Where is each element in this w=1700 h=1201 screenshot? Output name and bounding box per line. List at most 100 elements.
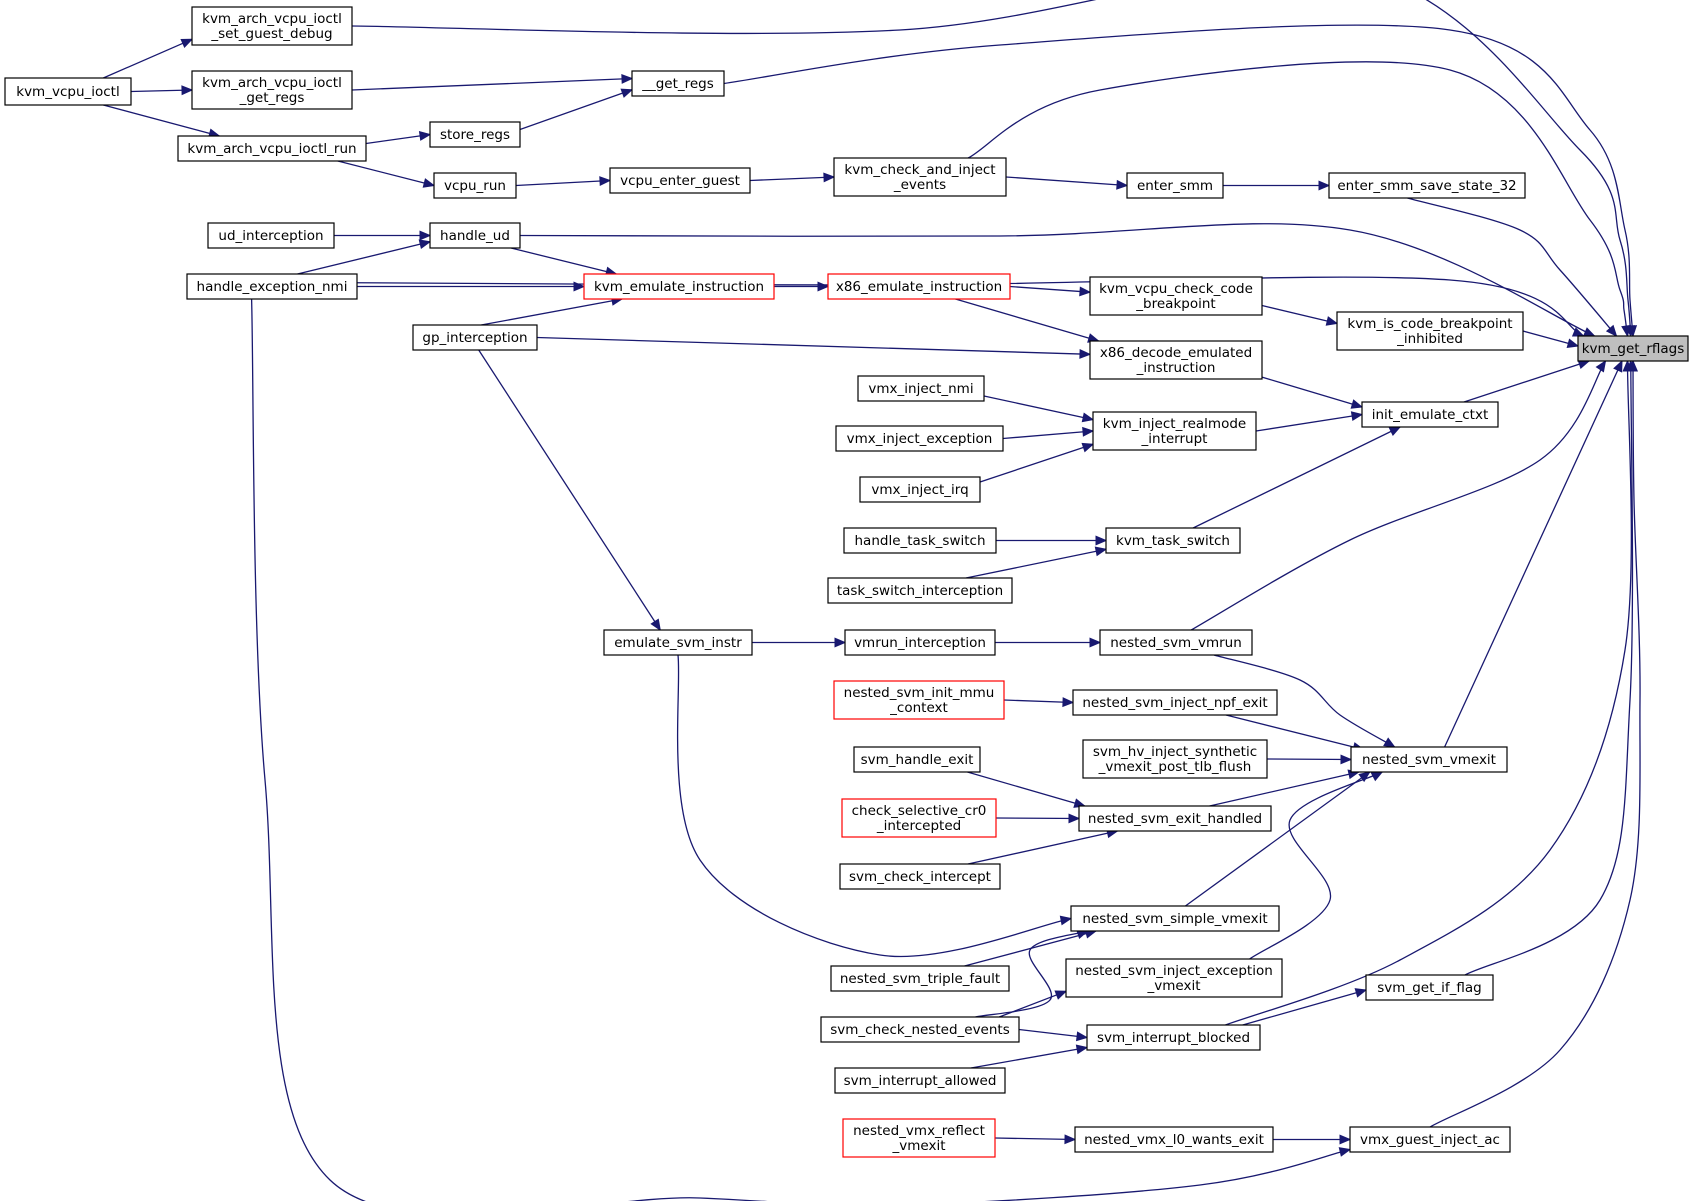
node-store_regs[interactable]: store_regs <box>429 121 521 148</box>
node-task_switch_interception[interactable]: task_switch_interception <box>827 577 1013 604</box>
node-kvm_arch_vcpu_ioctl_set_guest_debug[interactable]: kvm_arch_vcpu_ioctl_set_guest_debug <box>191 6 353 46</box>
node-vcpu_enter_guest[interactable]: vcpu_enter_guest <box>609 167 751 194</box>
node-box[interactable] <box>1328 172 1526 199</box>
node-box[interactable] <box>191 6 353 46</box>
node-box[interactable] <box>1074 1126 1274 1153</box>
node-box[interactable] <box>603 629 753 656</box>
node-emulate_svm_instr[interactable]: emulate_svm_instr <box>603 629 753 656</box>
node-box[interactable] <box>827 273 1011 300</box>
node-kvm_arch_vcpu_ioctl_run[interactable]: kvm_arch_vcpu_ioctl_run <box>177 135 367 162</box>
node-box[interactable] <box>207 222 335 249</box>
node-init_emulate_ctxt[interactable]: init_emulate_ctxt <box>1361 401 1499 428</box>
node-svm_handle_exit[interactable]: svm_handle_exit <box>853 746 981 773</box>
node-box[interactable] <box>1070 905 1280 932</box>
node-box[interactable] <box>429 121 521 148</box>
node-box[interactable] <box>853 746 981 773</box>
node-svm_interrupt_blocked[interactable]: svm_interrupt_blocked <box>1086 1024 1261 1051</box>
node-svm_get_if_flag[interactable]: svm_get_if_flag <box>1365 974 1494 1001</box>
node-box[interactable] <box>844 629 996 656</box>
node-box[interactable] <box>429 222 521 249</box>
node-enter_smm_save_state_32[interactable]: enter_smm_save_state_32 <box>1328 172 1526 199</box>
node-vcpu_run[interactable]: vcpu_run <box>433 172 517 199</box>
node-box[interactable] <box>191 70 353 110</box>
node-nested_svm_inject_exception_vmexit[interactable]: nested_svm_inject_exception_vmexit <box>1065 958 1283 998</box>
node-gp_interception[interactable]: gp_interception <box>412 324 538 351</box>
node-box[interactable] <box>835 425 1004 452</box>
node-kvm_vcpu_ioctl[interactable]: kvm_vcpu_ioctl <box>4 77 132 106</box>
node-enter_smm[interactable]: enter_smm <box>1126 172 1224 199</box>
node-box[interactable] <box>1092 411 1257 451</box>
node-box[interactable] <box>842 1118 996 1158</box>
node-handle_ud[interactable]: handle_ud <box>429 222 521 249</box>
node-nested_svm_exit_handled[interactable]: nested_svm_exit_handled <box>1078 805 1272 832</box>
node-handle_exception_nmi[interactable]: handle_exception_nmi <box>186 273 358 300</box>
node-box[interactable] <box>1105 527 1241 554</box>
node-box[interactable] <box>1126 172 1224 199</box>
node-box[interactable] <box>609 167 751 194</box>
node-nested_svm_simple_vmexit[interactable]: nested_svm_simple_vmexit <box>1070 905 1280 932</box>
node-box[interactable] <box>1350 746 1508 773</box>
node-kvm_arch_vcpu_ioctl_get_regs[interactable]: kvm_arch_vcpu_ioctl_get_regs <box>191 70 353 110</box>
node-nested_svm_triple_fault[interactable]: nested_svm_triple_fault <box>830 965 1010 992</box>
node-box[interactable] <box>843 527 997 554</box>
node-box[interactable] <box>834 1067 1006 1094</box>
node-box[interactable] <box>857 375 985 402</box>
node-box[interactable] <box>177 135 367 162</box>
node-box[interactable] <box>583 273 775 300</box>
node-box[interactable] <box>1065 958 1283 998</box>
node-svm_hv_inject_synthetic_vmexit_post_tlb_flush[interactable]: svm_hv_inject_synthetic_vmexit_post_tlb_… <box>1082 739 1268 779</box>
node-vmrun_interception[interactable]: vmrun_interception <box>844 629 996 656</box>
node-kvm_task_switch[interactable]: kvm_task_switch <box>1105 527 1241 554</box>
node-box[interactable] <box>1086 1024 1261 1051</box>
node-kvm_vcpu_check_code_breakpoint[interactable]: kvm_vcpu_check_code_breakpoint <box>1089 276 1263 316</box>
node-box[interactable] <box>1089 340 1263 380</box>
node-box[interactable] <box>820 1016 1020 1043</box>
node-nested_svm_vmexit[interactable]: nested_svm_vmexit <box>1350 746 1508 773</box>
node-nested_vmx_l0_wants_exit[interactable]: nested_vmx_l0_wants_exit <box>1074 1126 1274 1153</box>
node-svm_interrupt_allowed[interactable]: svm_interrupt_allowed <box>834 1067 1006 1094</box>
node-nested_svm_inject_npf_exit[interactable]: nested_svm_inject_npf_exit <box>1072 689 1278 716</box>
node-box[interactable] <box>1099 629 1253 656</box>
node-box[interactable] <box>839 863 1001 890</box>
node-box[interactable] <box>833 157 1007 197</box>
node-box[interactable] <box>1072 689 1278 716</box>
node-svm_check_nested_events[interactable]: svm_check_nested_events <box>820 1016 1020 1043</box>
node-box[interactable] <box>412 324 538 351</box>
node-box[interactable] <box>1365 974 1494 1001</box>
node-vmx_inject_nmi[interactable]: vmx_inject_nmi <box>857 375 985 402</box>
node-box[interactable] <box>1361 401 1499 428</box>
node-box[interactable] <box>1078 805 1272 832</box>
node-x86_emulate_instruction[interactable]: x86_emulate_instruction <box>827 273 1011 300</box>
node-kvm_inject_realmode_interrupt[interactable]: kvm_inject_realmode_interrupt <box>1092 411 1257 451</box>
node-__get_regs[interactable]: __get_regs <box>631 70 725 97</box>
node-box[interactable] <box>433 172 517 199</box>
node-box[interactable] <box>833 680 1005 720</box>
node-handle_task_switch[interactable]: handle_task_switch <box>843 527 997 554</box>
node-kvm_is_code_breakpoint_inhibited[interactable]: kvm_is_code_breakpoint_inhibited <box>1336 311 1524 351</box>
node-nested_svm_init_mmu_context[interactable]: nested_svm_init_mmu_context <box>833 680 1005 720</box>
node-box[interactable] <box>1577 335 1689 362</box>
node-nested_vmx_reflect_vmexit[interactable]: nested_vmx_reflect_vmexit <box>842 1118 996 1158</box>
node-kvm_get_rflags[interactable]: kvm_get_rflags <box>1577 335 1689 362</box>
node-box[interactable] <box>841 798 997 838</box>
node-box[interactable] <box>631 70 725 97</box>
node-nested_svm_vmrun[interactable]: nested_svm_vmrun <box>1099 629 1253 656</box>
node-box[interactable] <box>830 965 1010 992</box>
node-box[interactable] <box>4 77 132 106</box>
node-box[interactable] <box>1336 311 1524 351</box>
node-svm_check_intercept[interactable]: svm_check_intercept <box>839 863 1001 890</box>
node-ud_interception[interactable]: ud_interception <box>207 222 335 249</box>
node-box[interactable] <box>827 577 1013 604</box>
node-kvm_check_and_inject_events[interactable]: kvm_check_and_inject_events <box>833 157 1007 197</box>
node-box[interactable] <box>1089 276 1263 316</box>
node-box[interactable] <box>1082 739 1268 779</box>
node-vmx_inject_exception[interactable]: vmx_inject_exception <box>835 425 1004 452</box>
node-vmx_inject_irq[interactable]: vmx_inject_irq <box>859 476 981 503</box>
node-kvm_emulate_instruction[interactable]: kvm_emulate_instruction <box>583 273 775 300</box>
node-box[interactable] <box>859 476 981 503</box>
node-x86_decode_emulated_instruction[interactable]: x86_decode_emulated_instruction <box>1089 340 1263 380</box>
node-vmx_guest_inject_ac[interactable]: vmx_guest_inject_ac <box>1349 1126 1511 1153</box>
node-box[interactable] <box>1349 1126 1511 1153</box>
node-check_selective_cr0_intercepted[interactable]: check_selective_cr0_intercepted <box>841 798 997 838</box>
node-box[interactable] <box>186 273 358 300</box>
